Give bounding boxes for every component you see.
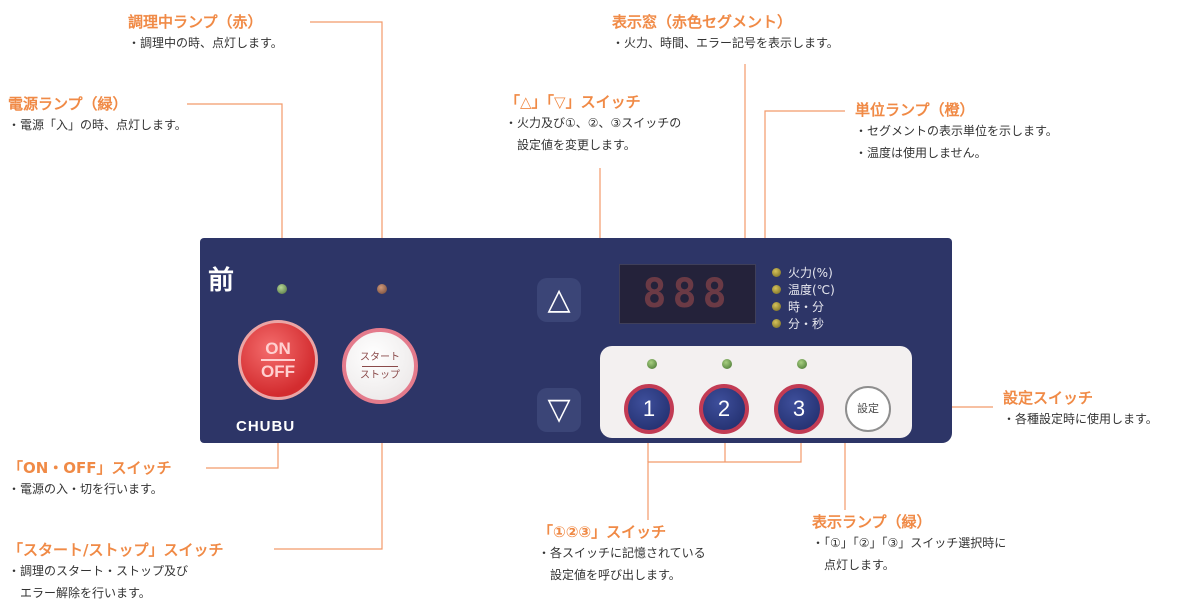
callout-text: エラー解除を行います。 [8,586,151,600]
callout-text: ・電源の入・切を行います。 [8,482,163,496]
off-label: OFF [261,361,295,381]
unit-label-power: 火力(%) [788,266,833,280]
unit-row-hour-minute: 時・分 [772,298,824,315]
unit-row-power: 火力(%) [772,264,833,281]
unit-label-minute-second: 分・秒 [788,317,825,331]
callout-text: 点灯します。 [812,558,895,572]
on-off-button[interactable]: ON OFF [238,320,318,400]
callout-title: 「スタート/ストップ」スイッチ [8,541,224,559]
callout-title: 電源ランプ（緑） [8,95,128,113]
callout-title: 単位ランプ（橙） [855,101,975,119]
power-lamp [277,284,287,294]
callout-text: ・調理中の時、点灯します。 [128,36,283,50]
callout-onoff-switch: 「ON・OFF」スイッチ ・電源の入・切を行います。 [8,458,172,500]
unit-label-hour-minute: 時・分 [788,300,825,314]
leader-startstop-switch [274,420,383,550]
callout-text: ・セグメントの表示単位を示します。 [855,124,1058,138]
unit-row-minute-second: 分・秒 [772,315,824,332]
callout-text: ・調理のスタート・ストップ及び [8,564,189,578]
callout-text: ・各スイッチに記憶されている [538,546,706,560]
front-label: 前 [208,266,235,296]
set-button[interactable]: 設定 [845,386,891,432]
callout-startstop-switch: 「スタート/ストップ」スイッチ ・調理のスタート・ストップ及び エラー解除を行い… [8,540,223,604]
indicator-lamp-3 [797,359,807,369]
callout-cooking-lamp: 調理中ランプ（赤） ・調理中の時、点灯します。 [128,12,283,54]
callout-text: ・火力及び①、②、③スイッチの [505,116,682,130]
unit-lamp-hour-minute [772,302,781,311]
on-label: ON [265,339,291,359]
memory-button-1[interactable]: 1 [624,384,674,434]
callout-display-window: 表示窓（赤色セグメント） ・火力、時間、エラー記号を表示します。 [612,12,839,54]
callout-text: ・各種設定時に使用します。 [1003,412,1158,426]
callout-title: 「ON・OFF」スイッチ [8,459,172,477]
callout-text: 設定値を呼び出します。 [538,568,681,582]
down-arrow-button[interactable]: ▽ [537,388,581,432]
start-label: スタート [360,351,400,363]
memory-button-3[interactable]: 3 [774,384,824,434]
callout-text: ・火力、時間、エラー記号を表示します。 [612,36,839,50]
callout-text: ・「①」「②」「③」スイッチ選択時に [812,536,1007,550]
callout-text: ・電源「入」の時、点灯します。 [8,118,187,132]
unit-row-temperature: 温度(℃) [772,281,835,298]
segment-display: 888 [619,264,756,324]
brand-logo: CHUBU [236,418,296,435]
segment-digits: 888 [642,271,733,317]
callout-title: 「△」「▽」スイッチ [505,93,641,111]
indicator-lamp-2 [722,359,732,369]
callout-title: 調理中ランプ（赤） [128,13,263,31]
unit-lamp-minute-second [772,319,781,328]
memory-button-2[interactable]: 2 [699,384,749,434]
callout-text: 設定値を変更します。 [505,138,636,152]
unit-label-temperature: 温度(℃) [788,283,835,297]
start-stop-divider [362,365,398,367]
callout-set-switch: 設定スイッチ ・各種設定時に使用します。 [1003,388,1158,430]
leader-cooking-lamp [310,21,383,282]
on-off-divider [261,359,295,361]
callout-title: 表示窓（赤色セグメント） [612,13,793,31]
callout-memory-switch: 「①②③」スイッチ ・各スイッチに記憶されている 設定値を呼び出します。 [538,522,706,586]
callout-text: ・温度は使用しません。 [855,146,987,160]
callout-indicator-lamp: 表示ランプ（緑） ・「①」「②」「③」スイッチ選択時に 点灯します。 [812,512,1006,576]
callout-power-lamp: 電源ランプ（緑） ・電源「入」の時、点灯します。 [8,94,187,136]
callout-unit-lamp: 単位ランプ（橙） ・セグメントの表示単位を示します。 ・温度は使用しません。 [855,100,1058,164]
start-stop-button[interactable]: スタート ストップ [342,328,418,404]
callout-title: 「①②③」スイッチ [538,523,667,541]
callout-title: 設定スイッチ [1003,389,1094,407]
stop-label: ストップ [360,369,400,381]
callout-title: 表示ランプ（緑） [812,513,932,531]
up-arrow-button[interactable]: △ [537,278,581,322]
callout-updown-switch: 「△」「▽」スイッチ ・火力及び①、②、③スイッチの 設定値を変更します。 [505,92,681,156]
cooking-lamp [377,284,387,294]
up-triangle-icon: △ [547,282,571,317]
indicator-lamp-1 [647,359,657,369]
down-triangle-icon: ▽ [547,392,571,427]
unit-lamp-temperature [772,285,781,294]
unit-lamp-power [772,268,781,277]
control-panel: 前 CHUBU ON OFF スタート ストップ △ ▽ 888 火力(%) 温… [200,238,952,443]
leader-power-lamp [187,103,283,282]
